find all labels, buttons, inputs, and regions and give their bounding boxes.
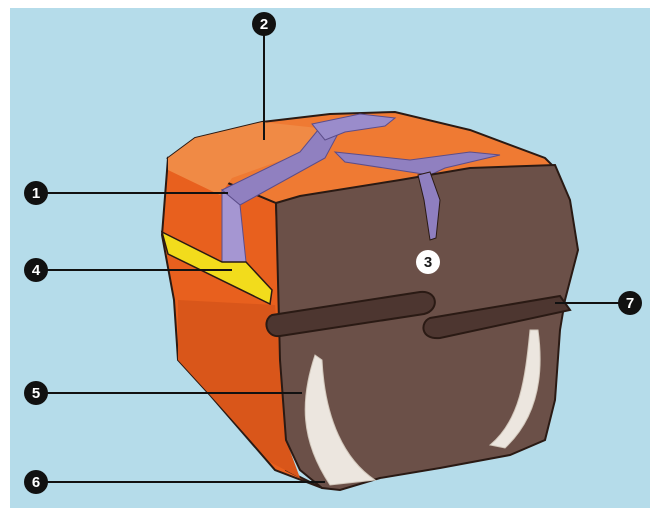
- cut-notch: [417, 171, 441, 241]
- callout-7: 7: [618, 291, 642, 315]
- callout-5: 5: [24, 381, 48, 405]
- yellow-layer: [160, 230, 273, 306]
- left-side-lower: [178, 300, 300, 478]
- svg-text:3: 3: [424, 254, 432, 271]
- svg-text:7: 7: [626, 295, 634, 312]
- svg-text:5: 5: [32, 385, 40, 402]
- lattice-right: [488, 329, 541, 449]
- groove-right: [422, 294, 572, 340]
- svg-text:2: 2: [260, 16, 268, 33]
- svg-text:6: 6: [32, 474, 40, 491]
- top-crust-left: [168, 122, 318, 195]
- svg-text:4: 4: [32, 262, 41, 279]
- groove-left: [265, 290, 436, 338]
- svg-text:1: 1: [32, 185, 40, 202]
- callout-6: 6: [24, 470, 48, 494]
- callout-1: 1: [24, 181, 48, 205]
- seam-top-horizontal: [311, 113, 397, 141]
- callout-3: 3: [416, 250, 440, 274]
- callout-2: 2: [252, 12, 276, 36]
- seam-top-right: [333, 151, 501, 176]
- callout-4: 4: [24, 258, 48, 282]
- lattice-left: [304, 354, 377, 486]
